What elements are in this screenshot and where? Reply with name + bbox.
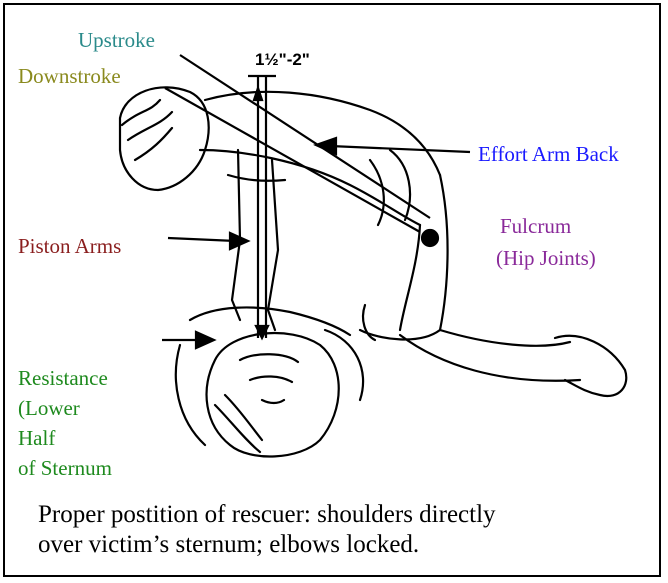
- stroke-depth-label: 1½"-2": [255, 48, 310, 72]
- downstroke-line: [165, 88, 420, 232]
- effort-arm-arrow-line: [330, 146, 470, 152]
- fulcrum-dot: [422, 230, 438, 246]
- upstroke-line: [180, 55, 430, 218]
- fulcrum-label: Fulcrum: [500, 214, 571, 238]
- effort-arm-arrowhead: [316, 138, 336, 154]
- fulcrum-sublabel: (Hip Joints): [496, 246, 596, 270]
- victim-head: [207, 333, 339, 456]
- rescuer-back: [205, 92, 440, 175]
- piston-arms-arrow-line: [168, 238, 236, 241]
- victim-shoulder-right: [325, 330, 363, 400]
- rescuer-shoe: [555, 336, 626, 396]
- rescuer-sleeve: [228, 175, 285, 181]
- rescuer-belt: [370, 150, 410, 225]
- rescuer-hair: [122, 100, 172, 160]
- resistance-label-1: Resistance: [18, 366, 108, 390]
- resistance-label-2: (Lower: [18, 396, 80, 420]
- piston-arms-label: Piston Arms: [18, 234, 121, 258]
- victim-shoulder-left: [176, 345, 205, 445]
- caption-line-1: Proper postition of rescuer: shoulders d…: [38, 500, 496, 530]
- rescuer-thigh-back: [440, 175, 448, 330]
- victim-face: [240, 354, 298, 403]
- caption-line-2: over victim’s sternum; elbows locked.: [38, 530, 496, 560]
- rescuer-head: [120, 87, 209, 190]
- effort-arm-label: Effort Arm Back: [478, 142, 619, 166]
- victim-hair: [215, 395, 262, 452]
- resistance-arrowhead: [196, 332, 214, 348]
- rescuer-thigh-front: [400, 225, 420, 330]
- resistance-label-4: of Sternum: [18, 456, 112, 480]
- resistance-label-3: Half: [18, 426, 55, 450]
- upstroke-label: Upstroke: [78, 28, 155, 52]
- downstroke-label: Downstroke: [18, 64, 121, 88]
- caption: Proper postition of rescuer: shoulders d…: [38, 500, 496, 560]
- stroke-depth-arrow: [254, 88, 262, 100]
- rescuer-arm-right: [268, 160, 278, 330]
